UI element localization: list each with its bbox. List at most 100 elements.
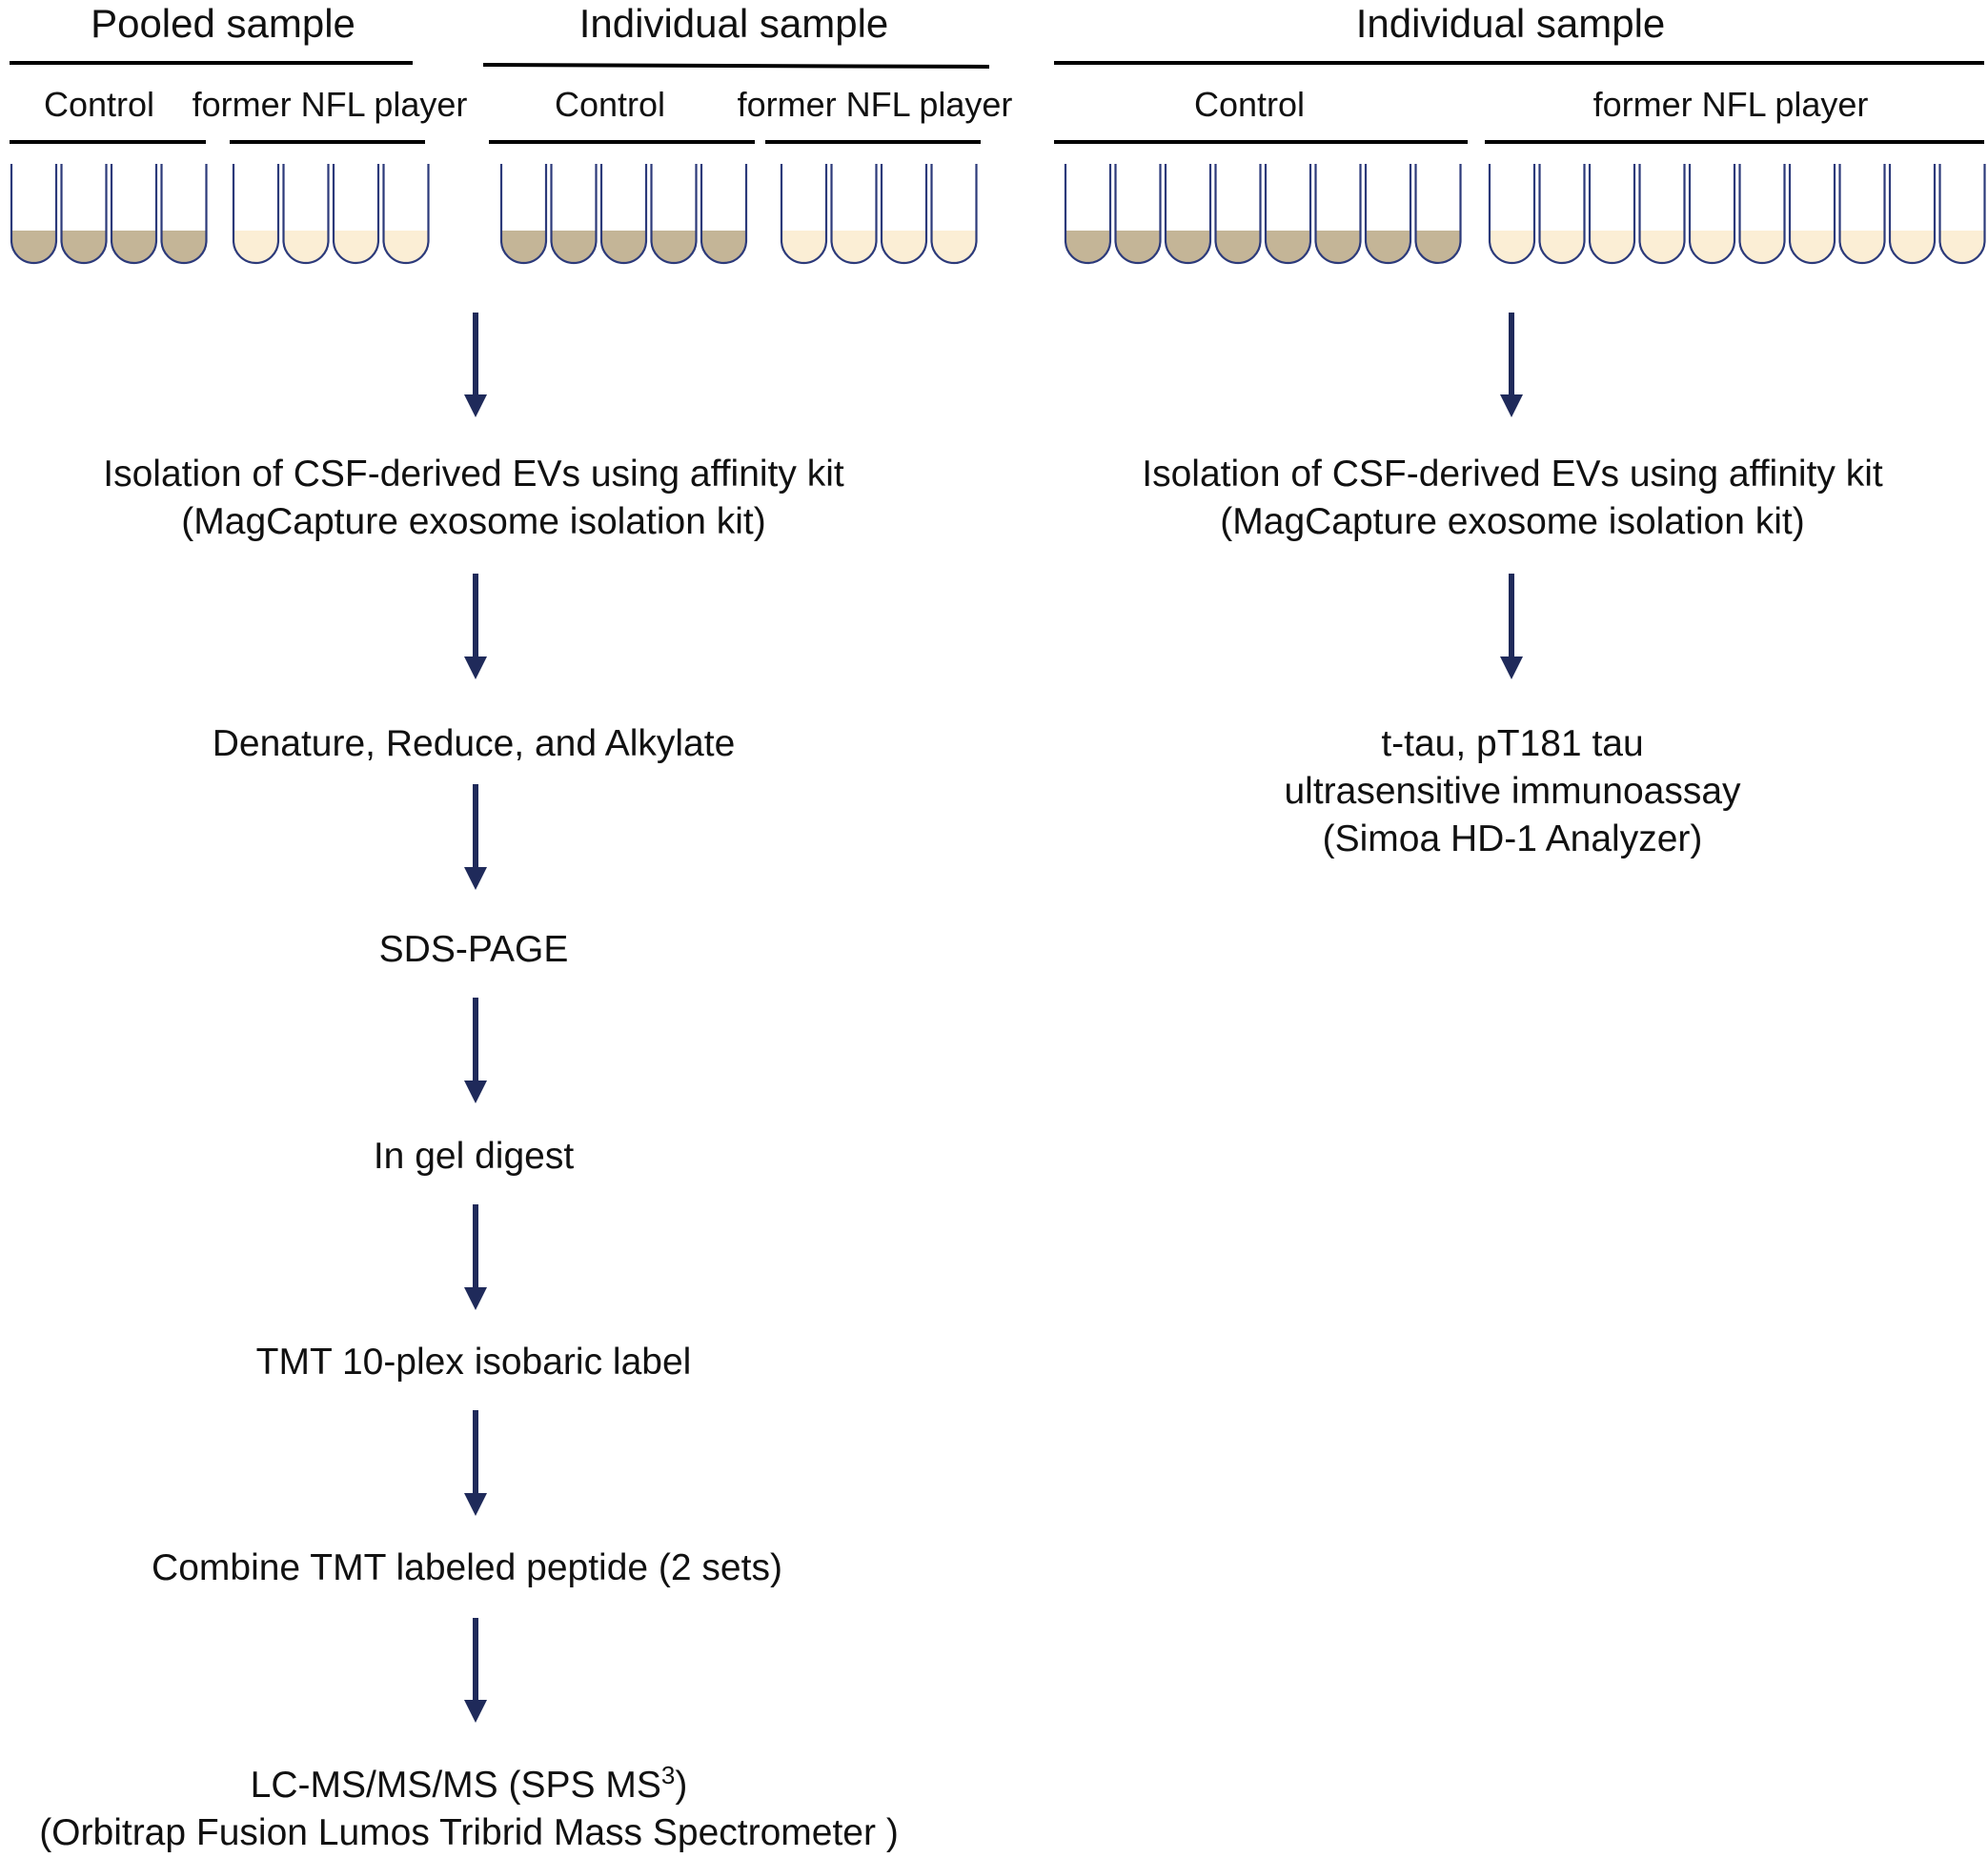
lcms-main: LC-MS/MS/MS (SPS MS	[250, 1765, 661, 1806]
arrow-left-2-head	[464, 656, 487, 679]
right-step-immunoassay: t-tau, pT181 tau ultrasensitive immunoas…	[1284, 720, 1740, 863]
tube-pooled-nfl-4-liquid	[383, 231, 429, 263]
right-step-immunoassay-line3: (Simoa HD-1 Analyzer)	[1322, 818, 1703, 859]
tube-right-nfl-1-liquid	[1489, 231, 1534, 263]
tube-mid-control-2	[550, 164, 598, 265]
arrow-left-3-head	[464, 867, 487, 890]
tube-mid-control-3-outline	[599, 164, 648, 265]
tube-pooled-control-4-liquid	[161, 231, 207, 263]
tube-mid-nfl-3-outline	[880, 164, 928, 265]
arrow-left-6	[464, 1410, 487, 1516]
tube-pooled-nfl-1	[232, 164, 280, 265]
tube-right-nfl-8-outline	[1838, 164, 1886, 265]
lcms-superscript: 3	[660, 1761, 676, 1789]
arrow-left-6-head	[464, 1493, 487, 1516]
tube-mid-control-2-liquid	[551, 231, 597, 263]
tube-mid-control-4-outline	[650, 164, 698, 265]
left-step-combine: Combine TMT labeled peptide (2 sets)	[152, 1547, 782, 1588]
tube-mid-control-4-liquid	[651, 231, 697, 263]
tube-right-nfl-5-liquid	[1690, 231, 1734, 263]
tube-right-control-3-outline	[1164, 164, 1212, 265]
tube-mid-control-2-outline	[550, 164, 598, 265]
tube-right-control-5-outline	[1264, 164, 1312, 265]
tube-right-nfl-10-liquid	[1939, 231, 1985, 263]
tube-right-control-4-liquid	[1215, 231, 1261, 263]
tube-right-nfl-7	[1788, 164, 1836, 265]
left-step-sds-page: SDS-PAGE	[378, 929, 569, 970]
tube-mid-nfl-2-outline	[830, 164, 878, 265]
right-step-isolation-line2: (MagCapture exosome isolation kit)	[1220, 501, 1805, 542]
tube-right-control-5	[1264, 164, 1312, 265]
tube-pooled-nfl-1-outline	[232, 164, 280, 265]
sample-tubes	[10, 164, 1986, 265]
right-step-immunoassay-line1: t-tau, pT181 tau	[1381, 723, 1644, 764]
tube-right-nfl-8	[1838, 164, 1886, 265]
tube-right-control-6	[1314, 164, 1362, 265]
label-right-nfl: former NFL player	[1592, 85, 1869, 124]
left-step-tmt-label: TMT 10-plex isobaric label	[255, 1342, 692, 1383]
tube-mid-nfl-2-liquid	[831, 231, 877, 263]
tube-pooled-control-4	[160, 164, 208, 265]
tube-right-nfl-9-liquid	[1890, 231, 1935, 263]
tube-right-nfl-6	[1738, 164, 1786, 265]
tube-right-nfl-4-liquid	[1639, 231, 1685, 263]
arrow-right-1-head	[1500, 394, 1523, 417]
arrow-left-5-head	[464, 1287, 487, 1310]
tube-right-control-8-liquid	[1415, 231, 1461, 263]
tube-mid-control-3	[599, 164, 648, 265]
tube-mid-control-5-outline	[700, 164, 748, 265]
tube-mid-nfl-2	[830, 164, 878, 265]
tube-right-nfl-10-outline	[1938, 164, 1986, 265]
tube-right-control-8-outline	[1414, 164, 1462, 265]
tube-right-control-2-liquid	[1115, 231, 1161, 263]
arrow-left-3	[464, 784, 487, 890]
tube-mid-nfl-1	[780, 164, 828, 265]
tube-right-control-7	[1364, 164, 1412, 265]
tube-mid-nfl-4-outline	[930, 164, 978, 265]
tube-right-nfl-5-outline	[1688, 164, 1736, 265]
label-pooled-control: Control	[43, 85, 155, 124]
tube-right-control-4	[1214, 164, 1262, 265]
tube-mid-nfl-4-liquid	[931, 231, 977, 263]
left-step-lcms-line2: (Orbitrap Fusion Lumos Tribrid Mass Spec…	[39, 1812, 899, 1853]
arrow-left-1-head	[464, 394, 487, 417]
tube-right-nfl-1-outline	[1488, 164, 1536, 265]
tube-right-nfl-9-outline	[1888, 164, 1937, 265]
tube-right-control-1-outline	[1064, 164, 1112, 265]
tube-pooled-nfl-2-liquid	[283, 231, 329, 263]
tube-pooled-nfl-4	[382, 164, 430, 265]
lcms-end: )	[675, 1765, 688, 1806]
arrow-left-7	[464, 1618, 487, 1723]
tube-right-nfl-4	[1638, 164, 1686, 265]
left-step-lcms: LC-MS/MS/MS (SPS MS3) (Orbitrap Fusion L…	[39, 1751, 899, 1857]
tube-right-nfl-2-liquid	[1539, 231, 1585, 263]
tube-right-nfl-7-outline	[1788, 164, 1836, 265]
tube-mid-nfl-4	[930, 164, 978, 265]
arrow-left-1	[464, 313, 487, 417]
tube-pooled-nfl-2-outline	[282, 164, 330, 265]
tube-right-nfl-9	[1888, 164, 1937, 265]
tube-right-nfl-1	[1488, 164, 1536, 265]
tube-right-control-6-outline	[1314, 164, 1362, 265]
tube-pooled-nfl-3-outline	[332, 164, 380, 265]
right-step-isolation: Isolation of CSF-derived EVs using affin…	[1142, 451, 1882, 546]
arrow-right-2	[1500, 574, 1523, 679]
tube-right-nfl-3-outline	[1588, 164, 1636, 265]
tube-pooled-control-1-outline	[10, 164, 58, 265]
tube-mid-nfl-1-liquid	[781, 231, 826, 263]
tube-pooled-control-1-liquid	[11, 231, 56, 263]
arrow-right-1	[1500, 313, 1523, 417]
tube-right-nfl-2	[1538, 164, 1586, 265]
tube-mid-nfl-1-outline	[780, 164, 828, 265]
tube-right-nfl-3-liquid	[1590, 231, 1634, 263]
tube-pooled-control-2-outline	[60, 164, 108, 265]
label-pooled-nfl: former NFL player	[192, 85, 468, 124]
tube-right-control-2	[1114, 164, 1162, 265]
header-individual-sample-right: Individual sample	[1355, 1, 1666, 46]
tube-mid-control-5-liquid	[701, 231, 746, 263]
left-step-isolation-line1: Isolation of CSF-derived EVs using affin…	[103, 454, 844, 495]
left-step-denature: Denature, Reduce, and Alkylate	[212, 723, 736, 764]
arrow-left-7-head	[464, 1700, 487, 1723]
left-step-isolation-line2: (MagCapture exosome isolation kit)	[181, 501, 766, 542]
tube-right-control-1-liquid	[1065, 231, 1110, 263]
